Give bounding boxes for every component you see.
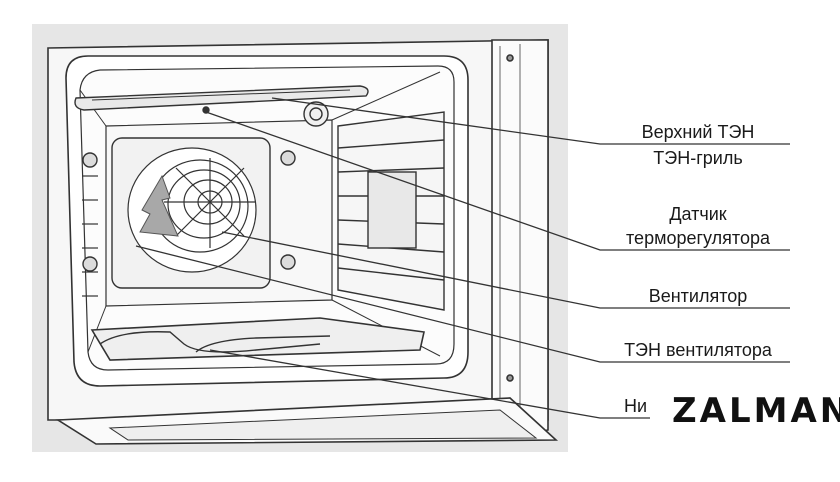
callout-lines — [135, 97, 790, 419]
leader-thermostat-sensor — [205, 111, 790, 251]
label-thermostat-sensor-line2: терморегулятора — [626, 228, 770, 248]
left-rack — [82, 175, 98, 297]
leader-top-heater — [271, 97, 790, 145]
label-fan: Вентилятор — [648, 286, 748, 306]
side-rack — [337, 111, 445, 311]
leader-bottom-heater — [209, 349, 650, 419]
leader-fan — [221, 231, 790, 309]
label-fan-heater: ТЭН вентилятора — [624, 340, 772, 360]
oven-door — [55, 397, 559, 445]
leader-fan-heater — [135, 245, 790, 363]
zalman-logo: ZALMAN — [668, 389, 840, 433]
bottom-heater — [90, 317, 425, 361]
airflow-arrow-icon — [139, 174, 179, 237]
label-thermostat-sensor-line1: Датчик — [669, 204, 727, 224]
label-grill-heater: ТЭН-гриль — [653, 148, 743, 168]
label-bottom-heater-truncated: Ни — [624, 396, 648, 416]
top-heater — [74, 85, 369, 127]
label-top-heater: Верхний ТЭН — [641, 122, 755, 142]
